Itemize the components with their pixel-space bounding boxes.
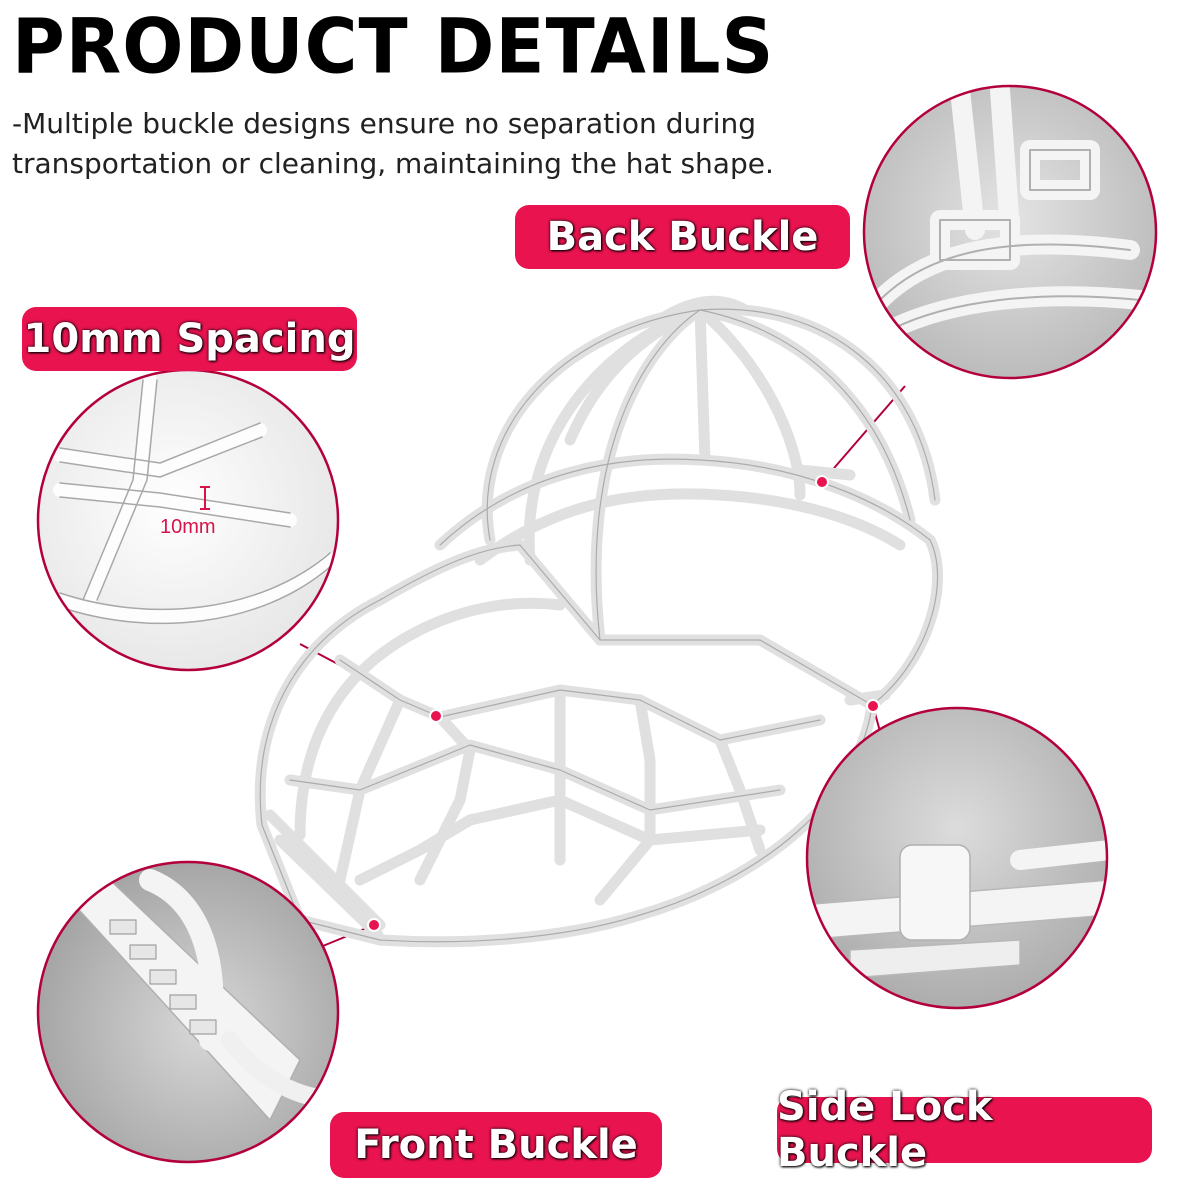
connector-dots xyxy=(367,475,880,932)
back-buckle-label: Back Buckle xyxy=(515,205,850,269)
front-buckle-label: Front Buckle xyxy=(330,1112,662,1178)
zoom-circle-side-lock xyxy=(805,706,1109,1010)
spacing-measure-icon xyxy=(200,486,210,510)
product-description: -Multiple buckle designs ensure no separ… xyxy=(12,107,774,180)
hat-cage-outline xyxy=(259,308,939,943)
spacing-measure-label: 10mm xyxy=(160,516,216,538)
zoom-circle-spacing xyxy=(36,368,340,672)
zoom-circle-front-buckle xyxy=(36,860,340,1164)
page-title: PRODUCT DETAILS xyxy=(12,1,775,91)
side-lock-buckle-label: Side Lock Buckle xyxy=(777,1084,1152,1176)
spacing-label: 10mm Spacing xyxy=(22,307,357,371)
zoom-circle-back-buckle xyxy=(862,84,1158,380)
